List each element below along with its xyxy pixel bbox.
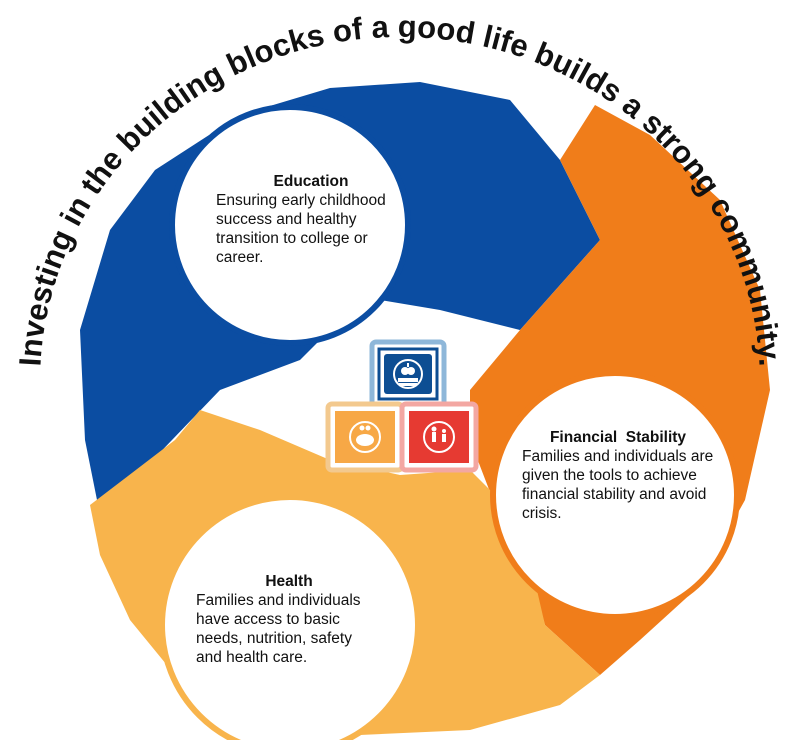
education-circle [169, 104, 411, 346]
piggy-bank-icon [349, 421, 381, 453]
health-title: Health [265, 573, 313, 590]
health-block [325, 401, 405, 473]
financial-stability-title: Financial Stability [549, 429, 687, 446]
education-title: Education [273, 173, 349, 190]
apple-on-books-icon [393, 359, 423, 389]
financial-stability-body: Families and individuals are given the t… [522, 448, 714, 522]
family-icon [423, 421, 455, 453]
education-block [369, 339, 447, 409]
financial-block [399, 401, 479, 473]
financial-stability-text: Financial Stability Families and individ… [522, 428, 714, 523]
health-body: Families and individuals have access to … [196, 592, 361, 666]
building-blocks [325, 339, 479, 473]
financial-circle [490, 370, 740, 620]
health-circle [159, 494, 421, 740]
education-text: Education Ensuring early childhood succe… [216, 172, 406, 267]
health-text: Health Families and individuals have acc… [196, 572, 382, 667]
education-body: Ensuring early childhood success and hea… [216, 192, 386, 266]
